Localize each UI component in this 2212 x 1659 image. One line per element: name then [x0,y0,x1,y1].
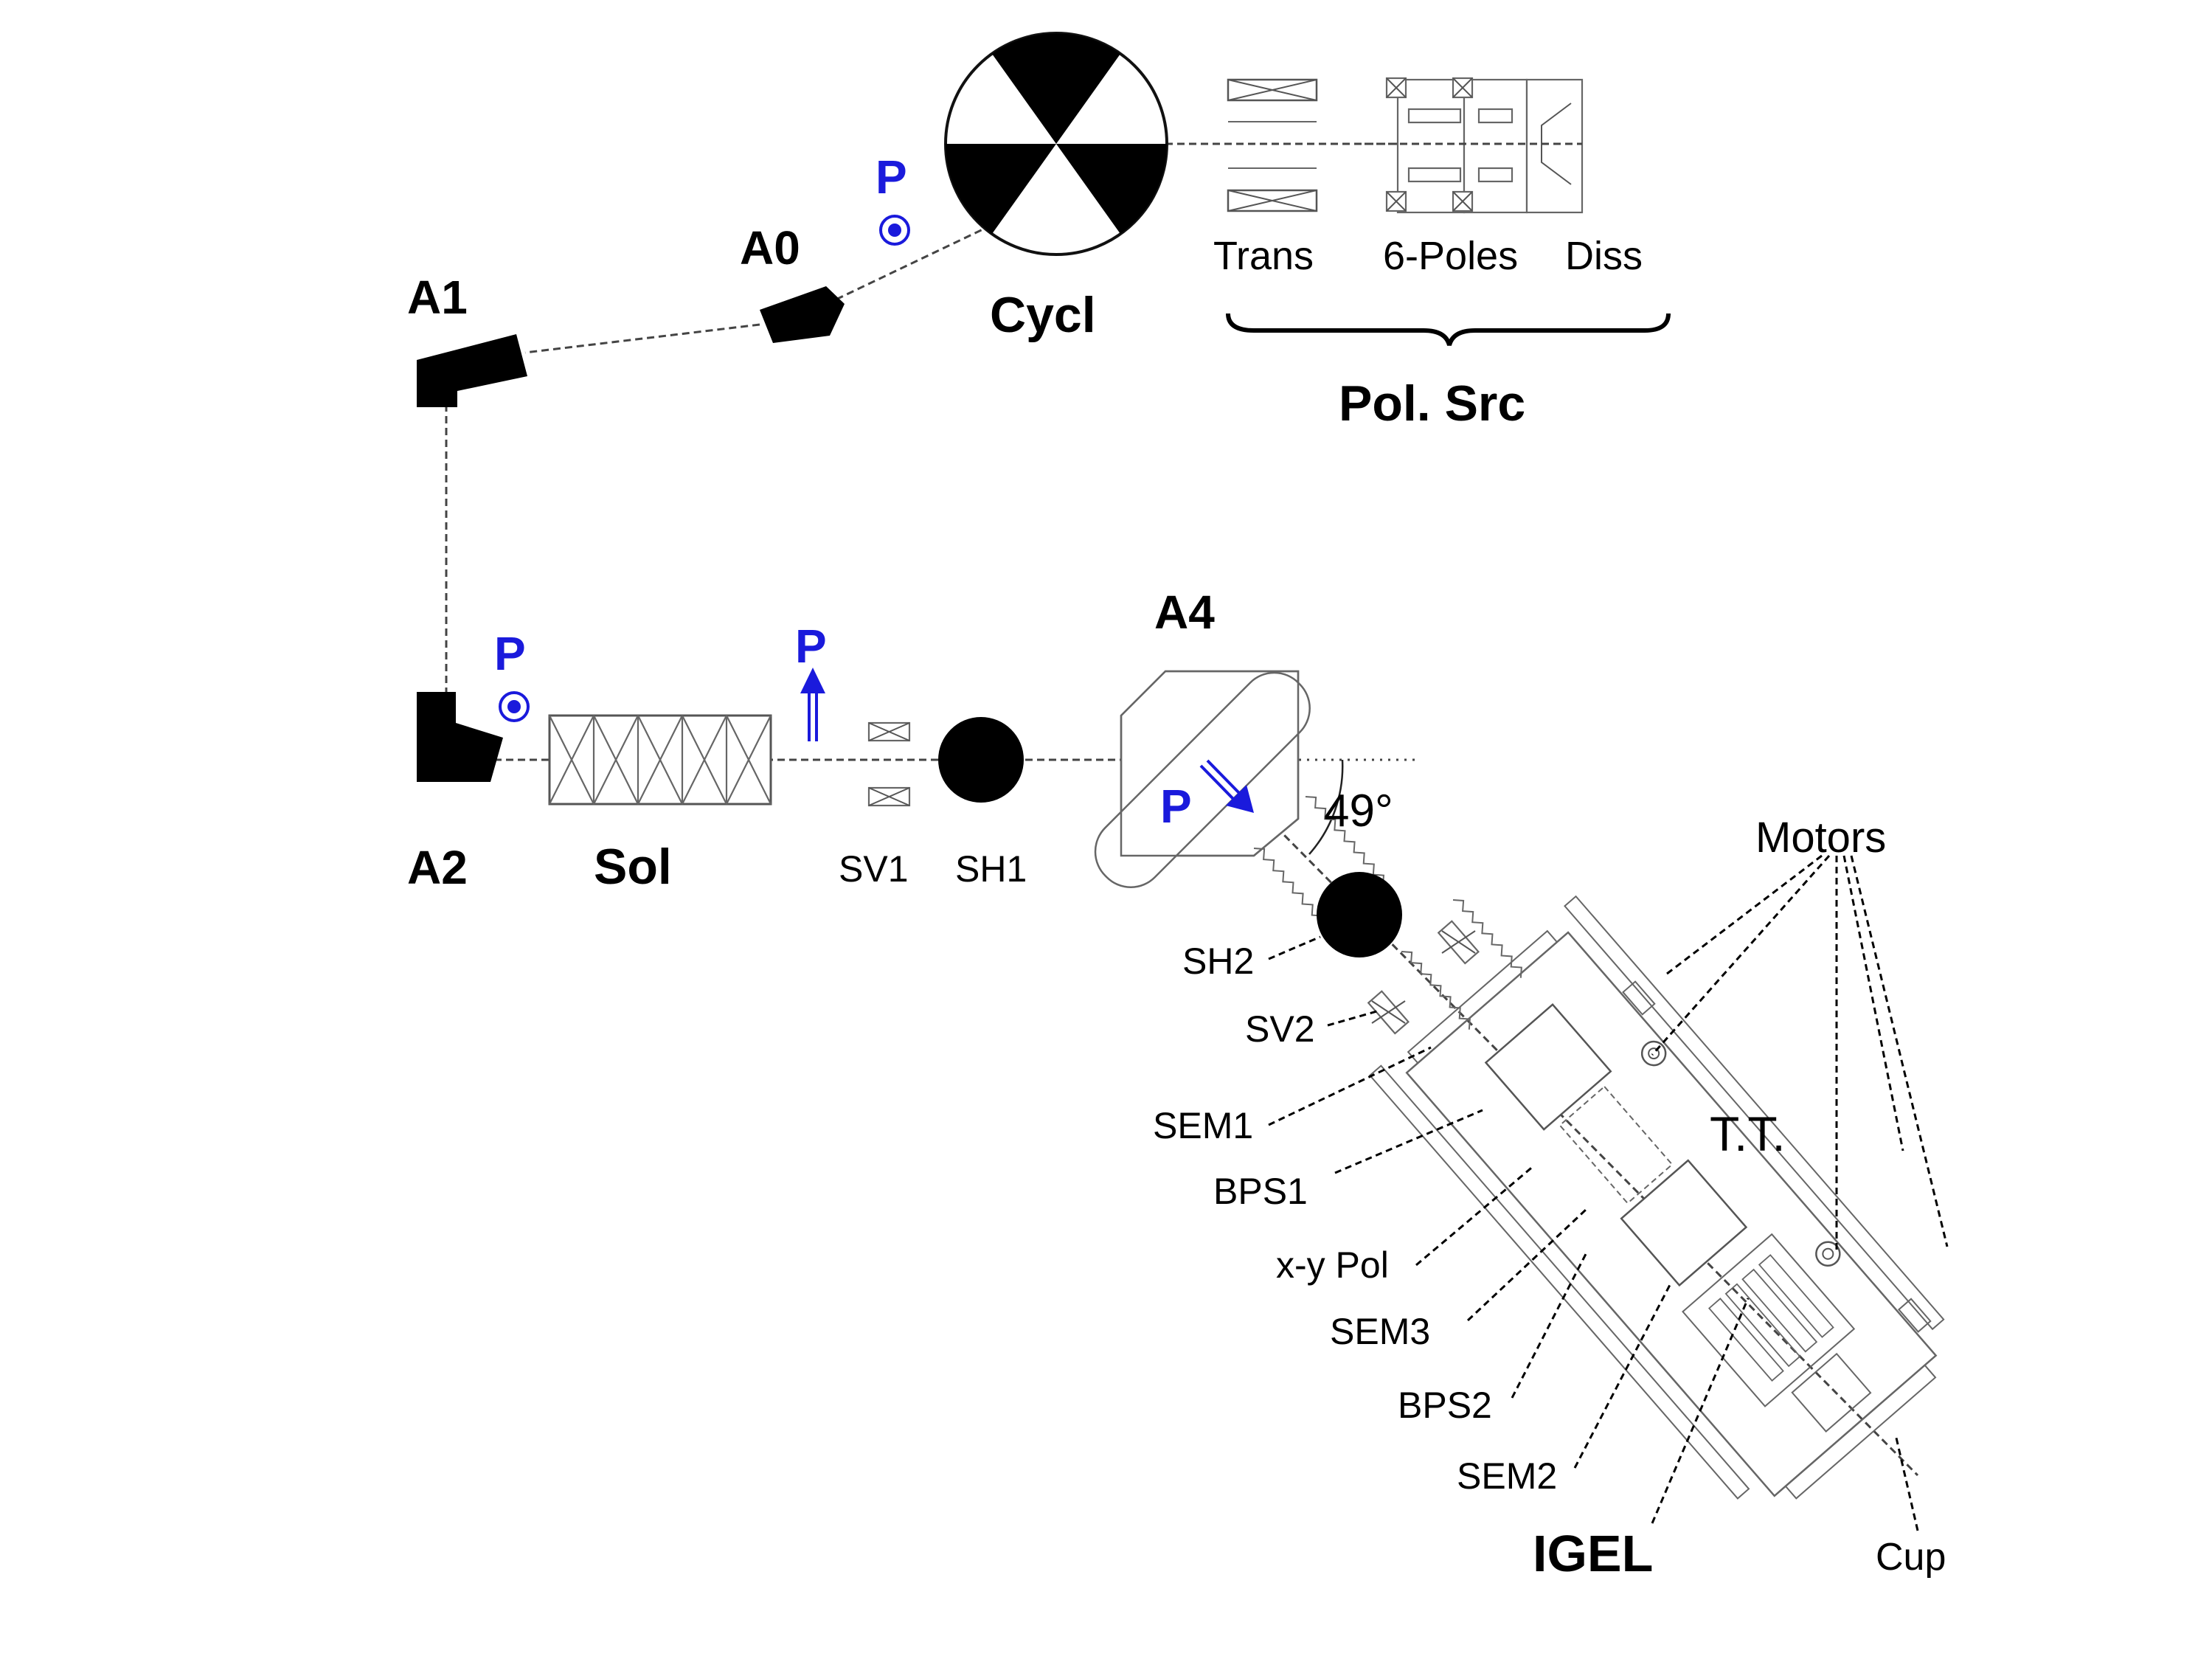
label-sem1: SEM1 [1153,1105,1253,1146]
pol-src-brace [1226,313,1671,346]
polarization-marker-2 [499,691,530,722]
polarization-label-4: P [1160,780,1192,833]
label-sv2: SV2 [1245,1008,1315,1050]
angle-arc [1308,759,1344,855]
polarization-arrow-beam [1199,759,1254,813]
label-sv1: SV1 [839,848,909,890]
steerer-sv1 [867,721,911,807]
polarization-arrow-up [800,668,825,741]
label-a2: A2 [407,841,468,894]
label-diss: Diss [1565,234,1643,278]
polarization-label-2: P [494,627,526,680]
dissociator [1525,78,1584,214]
trans-magnets [1227,78,1318,212]
label-angle: 49° [1324,786,1393,837]
label-bps1: BPS1 [1213,1171,1308,1212]
steerer-sv2 [1367,920,1480,1035]
target-table [1368,895,1945,1500]
label-sh2: SH2 [1182,941,1254,982]
label-sol: Sol [594,839,672,895]
label-bps2: BPS2 [1398,1385,1492,1426]
label-cup: Cup [1876,1536,1946,1579]
label-tt: T.T. [1710,1106,1786,1161]
polarization-label-3: P [795,620,827,673]
label-a4: A4 [1154,586,1215,639]
steerer-sh2 [1317,872,1402,957]
polarization-marker-1 [879,215,910,246]
magnet-a1 [417,334,527,407]
six-poles [1385,77,1528,214]
solenoid [548,714,772,806]
label-sh1: SH1 [955,848,1027,890]
leader-lines [1268,854,1949,1531]
magnet-a4 [1094,670,1311,888]
label-trans: Trans [1213,234,1314,278]
label-a0: A0 [740,221,800,274]
label-six-poles: 6-Poles [1383,234,1518,278]
label-igel: IGEL [1533,1525,1653,1582]
magnet-a0 [760,286,845,343]
label-sem3: SEM3 [1330,1311,1430,1352]
label-pol-src: Pol. Src [1339,375,1525,432]
label-a1: A1 [407,271,468,324]
cyclotron [944,32,1168,256]
label-sem2: SEM2 [1457,1455,1557,1497]
label-xy-pol: x-y Pol [1276,1244,1389,1286]
polarization-label-1: P [876,150,907,204]
steerer-sh1 [938,717,1024,803]
label-motors: Motors [1755,814,1886,862]
label-cycl: Cycl [990,287,1096,343]
magnet-a2 [417,692,503,782]
